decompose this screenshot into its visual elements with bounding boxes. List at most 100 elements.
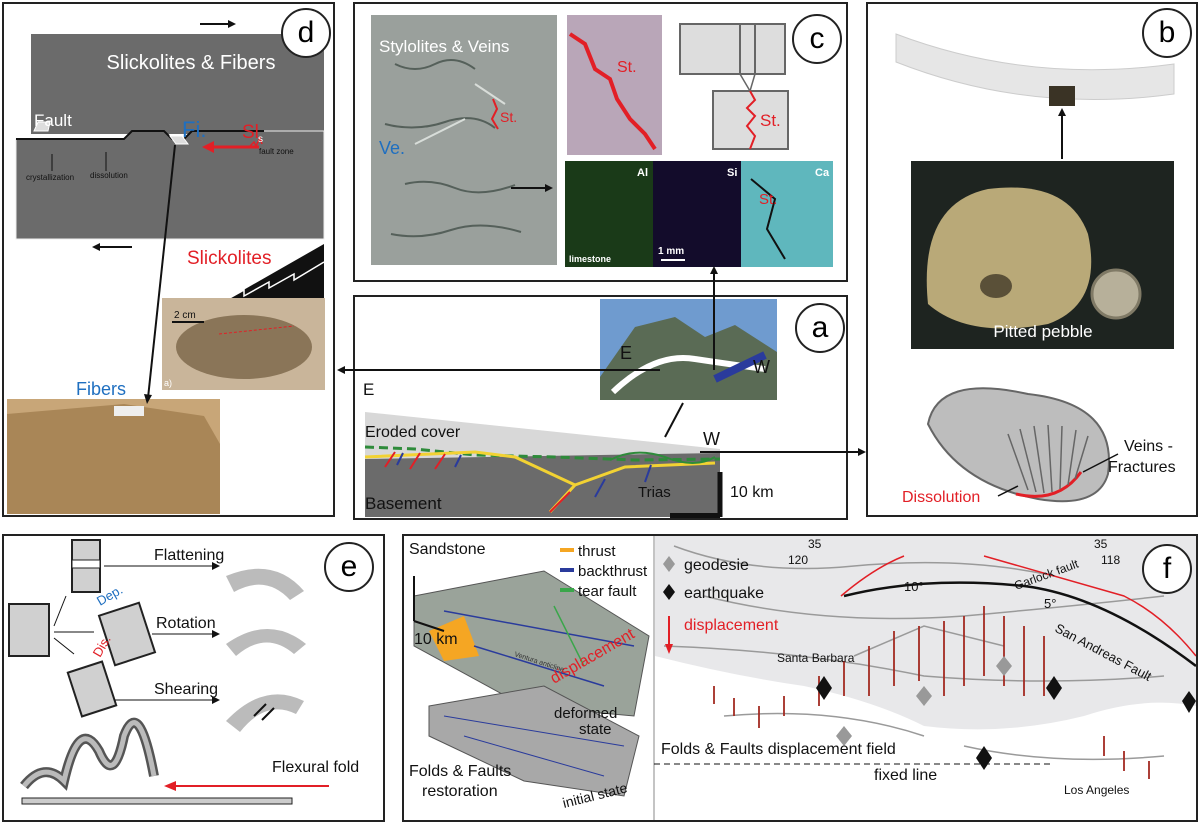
backthrust-lines [443,610,635,687]
san-andreas-fault-line [843,581,1197,667]
ca-map-stylolite [750,178,786,260]
panel-a: E E W W Eroded cover Basement Trias 10 k… [353,295,848,520]
fibers-rock [7,404,220,514]
pebble-sketch [926,387,1110,503]
bottom-shear-arrow-head [92,243,100,251]
shear-block [66,660,118,718]
shear-couple-1 [253,703,267,717]
e-arrow-1 [53,595,67,627]
c-al-label: Al [637,167,648,179]
a-arrow-up [664,402,684,438]
f-km-scale-h [413,620,445,632]
slickolite-teeth [219,244,324,304]
rotation-block [97,601,157,667]
f-sandstone: Sandstone [409,541,486,558]
stylolite-outcrop-photo [371,15,557,265]
c-limestone-label: limestone [569,254,611,264]
panel-f-badge: f [1142,544,1192,594]
trias-yellow-line-2 [574,461,716,487]
coin [1090,268,1142,320]
map-ocean [655,656,1196,820]
panel-a-badge: a [795,303,845,353]
e-rotation-label: Rotation [156,615,216,632]
rotation-fold [226,629,306,656]
d-title: Slickolites & Fibers [107,52,276,74]
e-shearing-label: Shearing [154,681,218,698]
f-ff-field: Folds & Faults displacement field [661,741,896,758]
panel-d-badge: d [281,8,331,58]
f-ten-deg: 10° [904,579,924,594]
initial-block [8,603,50,657]
f-backthrust: backthrust [578,563,648,580]
deformed-block [413,570,650,717]
panel-f: Sandstone thrust backthrust tear fault 1… [402,534,1198,822]
a-photo-w: W [753,357,770,377]
c-st-outcrop: St. [500,109,517,125]
panel-b-badge: b [1142,8,1192,58]
basement-block [365,453,720,517]
f-deformed2: state [579,721,612,738]
c-mm-label: 1 mm [658,246,684,257]
c-arrow-head [545,184,553,192]
thrust-patch [429,616,479,661]
panel-c-badge: c [792,14,842,64]
f-fixed-line: fixed line [874,767,937,784]
pebble-pit [980,274,1012,298]
flexural-fold-shape [20,717,159,791]
legend-displacement-head [665,644,673,654]
red-fault-1 [840,555,905,597]
panel-d: Slickolites & Fibers Fault Fi. Sl s faul… [2,2,335,517]
flattening-arrow-head [212,562,220,570]
f-earthquake: earthquake [684,585,764,602]
stylolite-squiggle [248,136,263,148]
block-link-left [739,73,751,92]
geodesy-markers [836,656,1012,746]
restored-lines [443,715,625,777]
a-km-label: 10 km [730,484,774,501]
thin-section-red-stylolite [568,32,657,151]
upper-block [31,34,324,134]
red-fault-2 [983,555,1197,657]
red-arrow-head [202,141,214,153]
a-e-label: E [363,380,374,399]
e-flexural-label: Flexural fold [272,759,359,776]
displacement-vectors [713,606,1150,779]
block-link-right [749,73,756,92]
block-diagram-top [679,23,786,75]
a-eroded-label: Eroded cover [365,424,461,441]
blue-thrusts [396,452,652,498]
outcrop-veins [414,83,506,145]
restored-block [428,685,640,797]
d-scale-label: 2 cm [174,310,196,321]
c-title: Stylolites & Veins [379,37,509,56]
legend-tear-swatch [560,588,574,592]
b-veins-label: Veins - [1124,438,1173,455]
e-flattening-label: Flattening [154,547,224,564]
legend-earthquake-marker [663,584,675,600]
flatten-fold [226,568,304,600]
a-w-label: W [703,429,720,449]
d-crystallization: crystallization [26,173,74,182]
f-santa-barbara: Santa Barbara [777,651,855,665]
panel-b-graphics: Pitted pebble Veins - Fractures Dissolut… [895,33,1176,506]
legend-geodesy-marker [663,556,675,572]
f-lat2: 35 [1094,537,1108,551]
landscape-blue-band [713,351,767,383]
d-photo-tag: a) [164,378,172,388]
panel-f-graphics: Sandstone thrust backthrust tear fault 1… [409,536,1197,820]
d-fault-zone: fault zone [259,147,294,156]
legend-thrust-swatch [560,548,574,552]
c-si-label: Si [727,167,737,179]
f-la: Los Angeles [1064,783,1129,797]
photo-red-line [218,325,295,335]
crystal-lens [33,121,51,132]
b-arrow-head [1058,108,1066,116]
earthquake-markers [816,676,1196,770]
fault-line [16,130,264,140]
red-thrusts [384,451,571,513]
d-fibers: Fibers [76,379,126,399]
b-pitted-label: Pitted pebble [993,322,1092,341]
pebble-strip [895,33,1175,101]
c-ve-label: Ve. [379,138,405,158]
green-outline [609,451,716,464]
